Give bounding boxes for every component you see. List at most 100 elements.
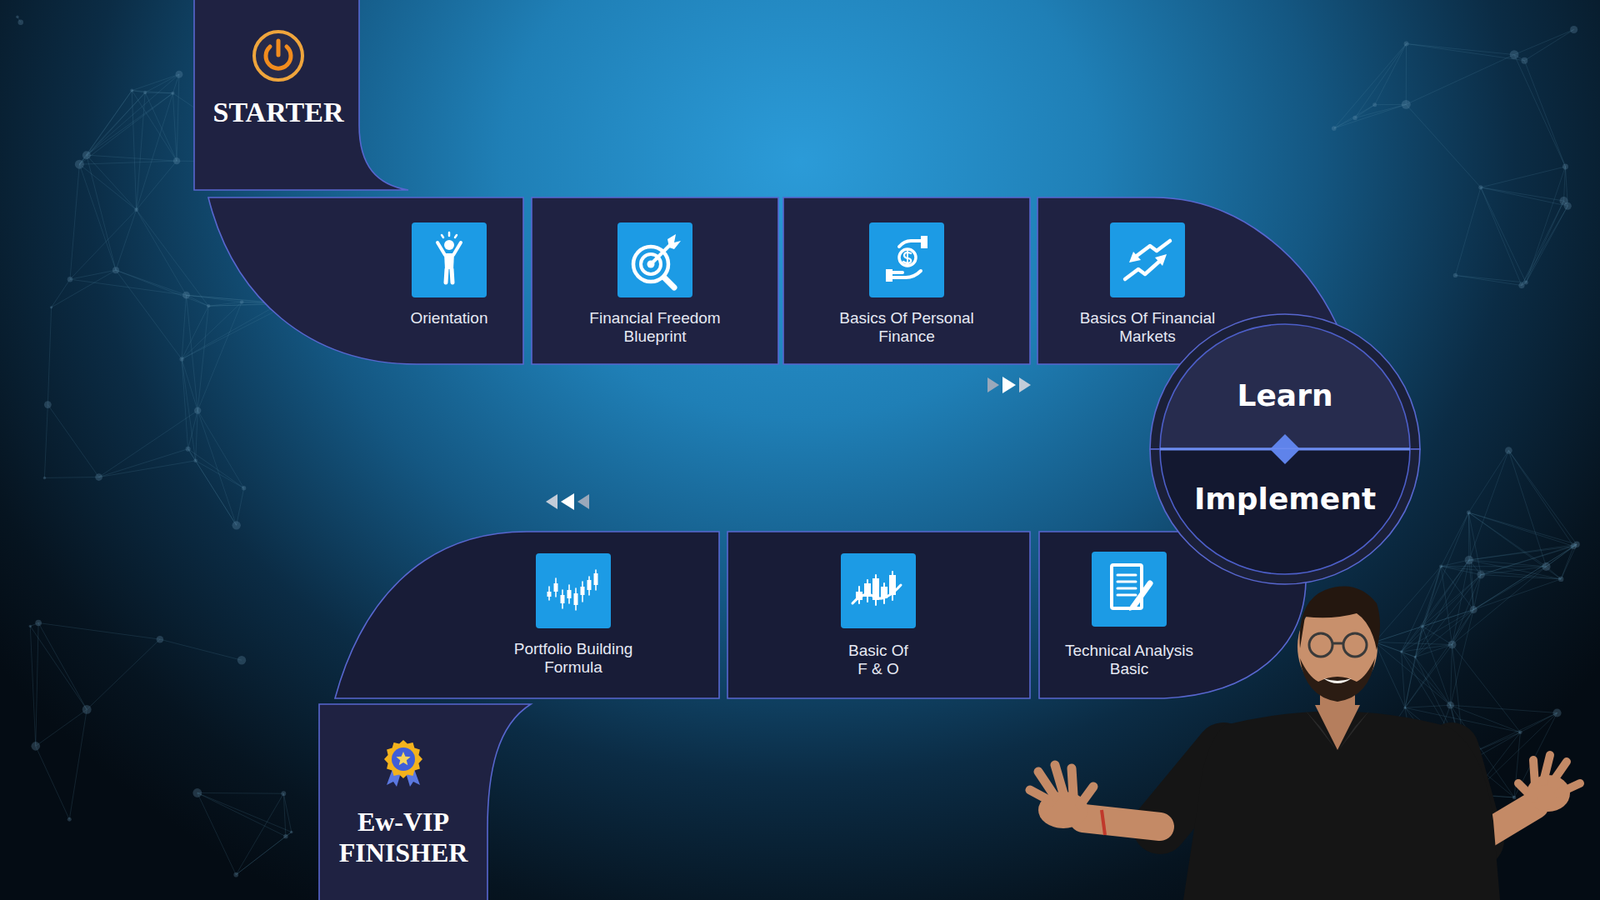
network-line bbox=[136, 160, 177, 210]
network-line bbox=[197, 793, 236, 875]
network-line bbox=[1480, 187, 1526, 283]
implement-half: Implement bbox=[1160, 449, 1410, 575]
network-dot bbox=[1465, 555, 1474, 565]
network-line bbox=[181, 359, 198, 411]
tile-content: STARTER bbox=[196, 29, 360, 129]
network-line bbox=[197, 792, 285, 795]
network-dot bbox=[1552, 708, 1561, 717]
network-dot bbox=[75, 160, 85, 170]
network-dot bbox=[82, 150, 91, 160]
network-dot bbox=[112, 266, 120, 274]
network-line bbox=[99, 449, 189, 478]
network-line bbox=[38, 623, 160, 640]
network-line bbox=[1401, 566, 1442, 652]
network-line bbox=[181, 359, 188, 450]
network-dot bbox=[29, 625, 32, 628]
network-line bbox=[236, 488, 245, 526]
network-line bbox=[1415, 566, 1441, 658]
power-icon bbox=[254, 31, 303, 80]
network-line bbox=[188, 449, 245, 489]
step-label: Basics Of Personal Finance bbox=[831, 309, 982, 346]
network-line bbox=[160, 639, 242, 660]
network-line bbox=[136, 92, 146, 210]
network-dot bbox=[185, 446, 191, 452]
network-line bbox=[99, 460, 196, 478]
step-tile: Financial Freedom Blueprint bbox=[531, 197, 779, 365]
tile-content: Ew-VIP FINISHER bbox=[321, 738, 485, 869]
network-dot bbox=[1372, 102, 1377, 107]
network-dot bbox=[240, 300, 245, 305]
network-line bbox=[86, 639, 160, 710]
network-line bbox=[1473, 575, 1481, 610]
network-line bbox=[1469, 560, 1561, 580]
network-dot bbox=[1401, 100, 1411, 110]
network-dot bbox=[1478, 185, 1483, 190]
network-dot bbox=[1512, 795, 1516, 800]
arrow-triangle bbox=[1002, 376, 1016, 394]
tile-content: Technical Analysis Basic bbox=[1045, 551, 1213, 679]
tile-content: Learn bbox=[1172, 377, 1398, 414]
network-line bbox=[35, 745, 70, 820]
network-dot bbox=[182, 291, 190, 300]
network-dot bbox=[1352, 115, 1357, 120]
network-line bbox=[1508, 450, 1546, 567]
tile-shape bbox=[531, 197, 779, 365]
left-forearm bbox=[1083, 818, 1160, 827]
tile-content: Basics Of Personal Finance bbox=[823, 222, 990, 346]
network-line bbox=[1334, 44, 1407, 129]
tile-shape bbox=[194, 0, 409, 190]
network-line bbox=[1401, 560, 1470, 652]
left-fingers bbox=[1030, 765, 1094, 805]
forward-arrows bbox=[987, 376, 1031, 394]
network-dot bbox=[1520, 57, 1528, 65]
network-dot bbox=[206, 304, 210, 308]
network-dot bbox=[175, 70, 184, 79]
arrow-triangle bbox=[577, 494, 590, 510]
network-line bbox=[1375, 104, 1407, 105]
wrist-thread bbox=[1101, 810, 1105, 835]
network-line bbox=[1455, 275, 1526, 283]
network-line bbox=[1480, 545, 1574, 575]
network-line bbox=[35, 709, 87, 746]
network-dot bbox=[1518, 282, 1525, 289]
network-line bbox=[172, 93, 177, 161]
network-dot bbox=[1439, 564, 1443, 568]
tile-outline bbox=[194, 0, 409, 190]
network-line bbox=[136, 210, 187, 295]
network-line bbox=[1469, 560, 1547, 567]
network-line bbox=[1468, 512, 1574, 546]
person-icon bbox=[411, 222, 487, 298]
network-dot bbox=[15, 15, 19, 19]
network-line bbox=[1415, 575, 1481, 658]
tile-outline bbox=[335, 531, 720, 699]
network-line bbox=[1473, 544, 1577, 610]
network-line bbox=[1480, 187, 1568, 206]
right-fingers bbox=[1518, 755, 1580, 799]
network-dot bbox=[193, 459, 198, 464]
network-line bbox=[70, 164, 80, 280]
network-line bbox=[197, 410, 244, 489]
tile-shape bbox=[1039, 531, 1306, 699]
network-line bbox=[1415, 656, 1450, 705]
network-dot bbox=[1466, 510, 1471, 515]
network-line bbox=[1480, 166, 1566, 188]
network-dot bbox=[1448, 640, 1457, 650]
network-line bbox=[1334, 104, 1406, 129]
tile-content: Implement bbox=[1172, 480, 1398, 517]
network-line bbox=[1514, 55, 1565, 167]
target-icon bbox=[617, 222, 693, 298]
step-icon bbox=[840, 553, 916, 629]
network-line bbox=[79, 164, 136, 210]
network-line bbox=[1468, 450, 1509, 514]
network-line bbox=[44, 476, 99, 479]
network-line bbox=[181, 305, 209, 360]
step-icon bbox=[378, 738, 429, 789]
network-dot bbox=[1558, 576, 1564, 582]
tile-shape bbox=[1160, 324, 1410, 450]
network-line bbox=[115, 270, 209, 306]
network-line bbox=[1405, 705, 1450, 708]
network-line bbox=[1401, 610, 1475, 652]
network-line bbox=[1355, 105, 1375, 119]
network-dot bbox=[95, 473, 103, 481]
